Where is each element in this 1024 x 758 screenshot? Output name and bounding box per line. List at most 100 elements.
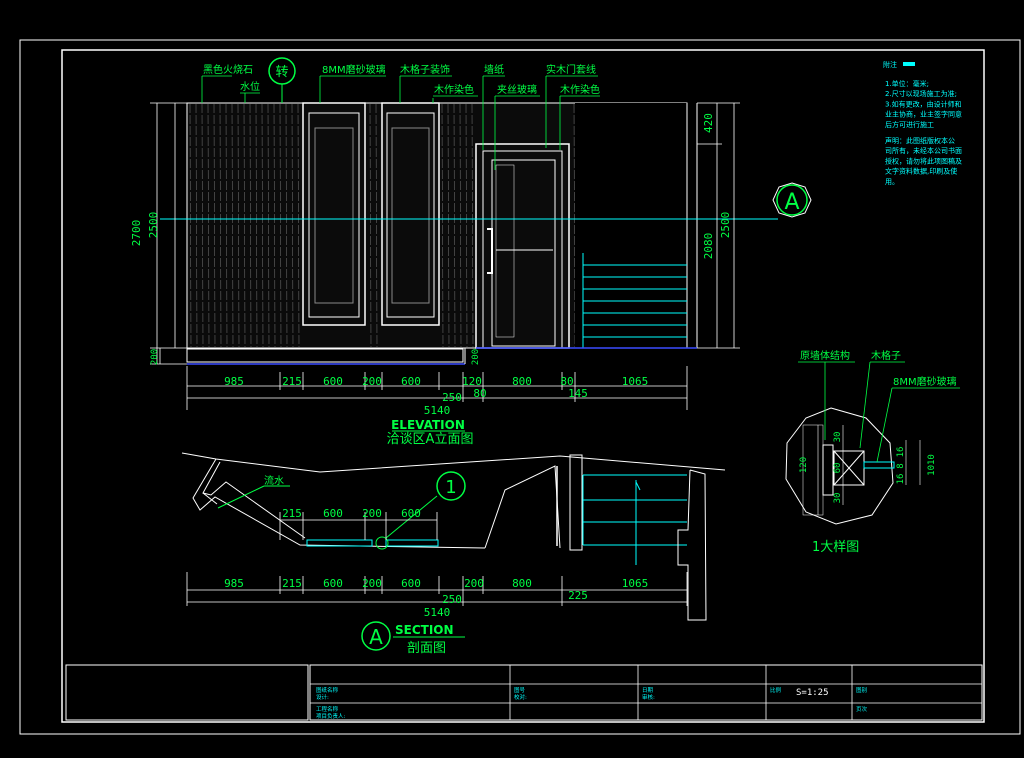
label-water-level: 水位: [240, 80, 260, 93]
detail-dim-60: 60: [833, 463, 843, 474]
detail-label-glass: 8MM磨砂玻璃: [893, 375, 957, 388]
dim-200-left: 200: [150, 349, 160, 365]
section-title-cn: 剖面图: [407, 641, 446, 656]
label-wood-stain-1: 木作染色: [434, 83, 474, 96]
dim-600b: 600: [401, 375, 421, 388]
tb-field-manager: 项目负责人:: [316, 712, 346, 720]
section-marker-bottom-text: A: [369, 625, 383, 649]
dim-2500-left: 2500: [147, 212, 160, 239]
label-door-casing: 实木门套线: [546, 63, 596, 76]
tb-field-drawing-name: 图纸名称: [316, 686, 339, 694]
title-block: 图纸名称 设计: 图号 校对: 日期 审核: 比例 工程名称 项目负责人: 图别…: [65, 664, 983, 721]
sec-dim-215: 215: [282, 577, 302, 590]
sec-dim-985: 985: [224, 577, 244, 590]
sec-dim-600a: 600: [323, 577, 343, 590]
note-line: 声明：此图纸版权本公: [885, 136, 955, 145]
dim-800: 800: [512, 375, 532, 388]
detail-dim-1010: 1010: [927, 454, 937, 476]
dim-985: 985: [224, 375, 244, 388]
sec-dim-200b: 200: [464, 577, 484, 590]
sec-dim-200-top: 200: [362, 507, 382, 520]
detail-dim-30b: 30: [833, 493, 843, 504]
note-line: 司所有，未经本公司书面: [885, 146, 962, 155]
dim-total-elevation: 5140: [424, 404, 451, 417]
sec-dim-1065: 1065: [622, 577, 649, 590]
label-black-stone: 黑色火烧石: [203, 63, 253, 76]
stair-lines: [582, 253, 687, 348]
elevation-view: 黑色火烧石 8MM磨砂玻璃 木格子装饰 墙纸 实木门套线 水位 木作染色 夹丝玻…: [130, 57, 812, 447]
dim-250: 250: [442, 391, 462, 404]
dim-215: 215: [282, 375, 302, 388]
note-line: 用。: [885, 178, 899, 186]
tb-field-category: 图别: [856, 686, 867, 694]
label-frosted-glass: 8MM磨砂玻璃: [322, 63, 386, 76]
sec-dim-600-top-a: 600: [323, 507, 343, 520]
label-wood-stain-2: 木作染色: [560, 83, 600, 96]
dim-145: 145: [568, 387, 588, 400]
floor-slab: [186, 348, 464, 363]
note-line: 1.单位：毫米;: [885, 79, 929, 88]
note-line: 3.如有更改，由设计师和: [885, 99, 962, 108]
elevation-title-cn: 洽谈区A立面图: [387, 432, 474, 447]
detail-label-lattice: 木格子: [871, 349, 901, 362]
sec-dim-total: 5140: [424, 606, 451, 619]
label-wallpaper: 墙纸: [484, 63, 504, 76]
sec-dim-600-top-b: 600: [401, 507, 421, 520]
sec-dim-215-top: 215: [282, 507, 302, 520]
note-line: 业主协商，业主签字同意: [885, 110, 962, 119]
tb-field-date: 日期: [642, 687, 654, 694]
label-wired-glass: 夹丝玻璃: [497, 83, 537, 96]
detail-title: 1大样图: [812, 540, 859, 555]
detail-dim-16a: 16: [896, 447, 906, 458]
dim-120: 120: [462, 375, 482, 388]
detail-marker-text: 1: [445, 477, 456, 498]
dim-200-floor: 200: [471, 349, 481, 365]
label-water-flow: 流水: [264, 474, 284, 487]
tb-scale-value: S=1:25: [796, 688, 829, 698]
sec-dim-250: 250: [442, 593, 462, 606]
dim-1065: 1065: [622, 375, 649, 388]
lattice-panel-left: [302, 102, 366, 326]
sec-dim-600b: 600: [401, 577, 421, 590]
section-view: 流水 1 215 600 200 600: [181, 452, 726, 656]
dim-2500-right: 2500: [719, 212, 732, 239]
detail-marker: [436, 471, 466, 501]
elevation-title-en: ELEVATION: [391, 418, 465, 432]
label-wood-lattice: 木格子装饰: [400, 63, 450, 76]
detail-dim-120: 120: [799, 457, 809, 473]
note-line: 后方可进行施工: [885, 120, 934, 129]
dim-600a: 600: [323, 375, 343, 388]
tb-field-designer: 设计:: [316, 693, 329, 701]
notes-heading: 附注: [883, 60, 897, 69]
section-glass-1: [306, 539, 373, 547]
note-line: 文字资料数据,印刷及使: [885, 167, 957, 176]
lattice-panel-right: [381, 102, 440, 326]
section-marker-bottom: [361, 621, 391, 651]
dim-2700: 2700: [130, 220, 143, 247]
notes: 附注 1.单位：毫米;2.尺寸以现场施工为准;3.如有更改，由设计师和业主协商，…: [883, 60, 962, 186]
sec-dim-225: 225: [568, 589, 588, 602]
detail-label-wall: 原墙体结构: [800, 349, 850, 362]
note-line: 2.尺寸以现场施工为准;: [885, 89, 957, 98]
dim-80b: 80: [473, 387, 486, 400]
section-glass-2: [385, 539, 439, 547]
dim-200a: 200: [362, 375, 382, 388]
dim-2080: 2080: [702, 233, 715, 260]
dim-420: 420: [702, 113, 715, 133]
detail-dim-30a: 30: [833, 432, 843, 443]
sec-dim-800: 800: [512, 577, 532, 590]
dim-80a: 80: [560, 375, 573, 388]
detail-dim-8: 8: [896, 463, 906, 468]
tb-field-project: 工程名称: [316, 705, 339, 713]
section-title-en: SECTION: [395, 623, 454, 637]
section-marker-a-text: A: [784, 190, 799, 215]
detail-dim-16b: 16: [896, 474, 906, 485]
sec-dim-200a: 200: [362, 577, 382, 590]
section-marker-a: [776, 184, 808, 216]
tb-field-scale: 比例: [770, 686, 782, 694]
inner-frame: [61, 49, 985, 723]
tb-field-approver: 审核:: [642, 693, 655, 701]
tb-field-checker: 校对:: [514, 693, 527, 701]
tb-field-drawing-no: 图号: [514, 686, 526, 694]
